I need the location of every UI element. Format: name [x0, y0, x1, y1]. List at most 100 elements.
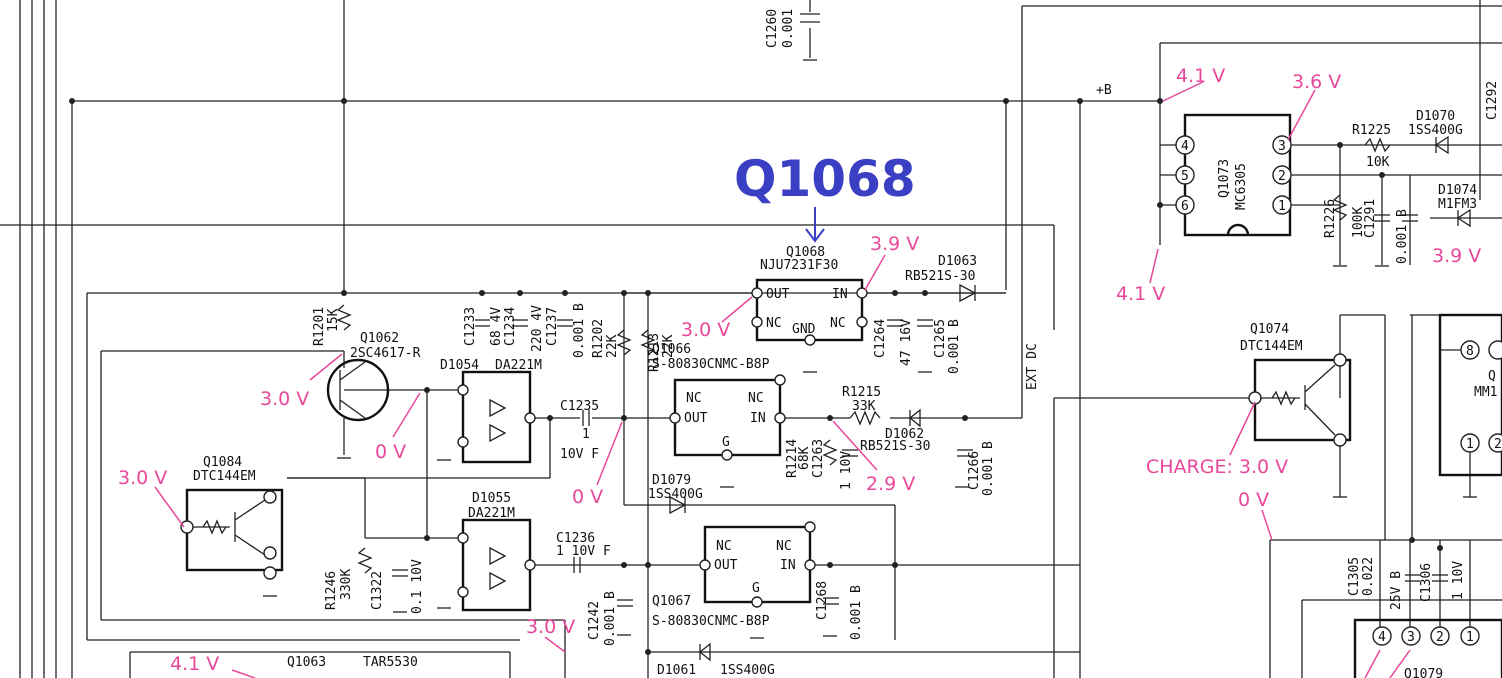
c1264-value: 47 16V — [899, 319, 914, 366]
q-partial-part: MM1 — [1474, 385, 1497, 400]
q1084-ref: Q1084 — [203, 455, 242, 470]
c1236-label: C1236 — [556, 531, 595, 546]
c1268-value: 0.001 B — [849, 585, 864, 640]
voltage-q1073-pin4: 4.1 V — [1176, 65, 1225, 87]
voltage-annotations: 4.1 V 3.6 V 3.9 V 3.0 V 3.0 V 0 V 0 V 2.… — [118, 65, 1481, 678]
q1074-ref: Q1074 — [1250, 322, 1289, 337]
c1235-label: C1235 — [560, 399, 599, 414]
r1214-value: 68K — [797, 446, 812, 470]
voltage-d1062: 2.9 V — [866, 473, 915, 495]
c1306-label: C1306 — [1419, 563, 1434, 602]
r1225-value: 10K — [1366, 155, 1390, 170]
ic-q1073: 4 5 6 3 2 1 Q1073 MC6305 — [1175, 113, 1292, 237]
ic-q1068: Q1068 NJU7231F30 OUT IN NC GND NC — [751, 245, 868, 346]
d1062-part: RB521S-30 — [860, 439, 930, 454]
q1062-part: 2SC4617-R — [350, 346, 421, 361]
r1202-label: R1202 — [591, 319, 606, 358]
ic-q1067: Q1067 S-80830CNMC-B8P NC NC OUT IN G — [652, 521, 816, 629]
q1073-pin-6: 6 — [1181, 199, 1189, 214]
voltage-q1073-pin3: 3.6 V — [1292, 71, 1341, 93]
d1074-label: D1074 — [1438, 183, 1477, 198]
c1268-label: C1268 — [815, 581, 830, 620]
c1237-label: C1237 — [545, 307, 560, 346]
d1054-part: DA221M — [495, 358, 542, 373]
q1066-pin-nc1: NC — [686, 391, 702, 406]
q1062-transistor: Q1062 2SC4617-R — [326, 331, 421, 455]
q1073-pin-5: 5 — [1181, 169, 1189, 184]
q1067-ref: Q1067 — [652, 594, 691, 609]
q1079-pin-4: 4 — [1378, 630, 1386, 645]
r1226-value: 100K — [1351, 207, 1366, 238]
c1242-label: C1242 — [587, 601, 602, 640]
c1235-value-1: 1 — [582, 427, 590, 442]
voltage-d1074: 3.9 V — [1432, 245, 1481, 267]
voltage-q1062-base: 3.0 V — [260, 388, 309, 410]
q1084-part: DTC144EM — [193, 469, 256, 484]
q1073-ref: Q1073 — [1217, 159, 1232, 198]
q1079-pin-1: 1 — [1466, 630, 1474, 645]
q1067-pin-nc1: NC — [716, 539, 732, 554]
q1074-part: DTC144EM — [1240, 339, 1303, 354]
q1066-pin-out: OUT — [684, 411, 708, 426]
q1073-pin-4: 4 — [1181, 139, 1189, 154]
q1068-pin-gnd: GND — [792, 322, 816, 337]
d1079-label: D1079 — [652, 473, 691, 488]
q1079-ref: Q1079 — [1404, 667, 1443, 678]
r1202-value: 22K — [605, 334, 620, 358]
c1263-label: C1263 — [811, 439, 826, 478]
q-partial-block: 8 1 2 Q MM1 — [1438, 313, 1502, 477]
r1225-label: R1225 — [1352, 123, 1391, 138]
c1260-label: C1260 — [765, 9, 780, 48]
q1068-pin-in: IN — [832, 287, 848, 302]
page-title: Q1068 — [734, 150, 916, 208]
component-labels: C1260 0.001 B R1201 15K C1233 68 4V C123… — [312, 0, 1500, 678]
q1079-pin-3: 3 — [1407, 630, 1415, 645]
voltage-q1068-out: 3.0 V — [681, 319, 730, 341]
c1263-value: 1 10V — [839, 451, 854, 490]
c1266-value: 0.001 B — [981, 441, 996, 496]
c1260-value: 0.001 B — [781, 0, 796, 48]
c1322-label: C1322 — [370, 571, 385, 610]
q1067-part: S-80830CNMC-B8P — [652, 614, 770, 629]
ground-symbols — [263, 59, 1477, 639]
title-arrow — [805, 207, 825, 243]
q1068-ref: Q1068 — [786, 245, 825, 260]
d1055-ref: D1055 — [472, 491, 511, 506]
q1073-part: MC6305 — [1234, 163, 1249, 210]
r1214-label: R1214 — [785, 439, 800, 478]
d1061-part: 1SS400G — [720, 663, 775, 678]
r1213-value: 22K — [661, 334, 676, 358]
q1066-ref: Q1066 — [652, 342, 691, 357]
q1068-pin-nc2: NC — [830, 316, 846, 331]
ic-q1066: Q1066 S-80830CNMC-B8P NC NC OUT IN G — [652, 342, 786, 461]
d1062-label: D1062 — [885, 427, 924, 442]
c1291-value: 0.001 B — [1395, 209, 1410, 264]
q1067-pin-nc2: NC — [776, 539, 792, 554]
ext-dc-label: EXT DC — [1025, 343, 1040, 390]
plus-b-label: +B — [1096, 83, 1112, 98]
q1073-pin-1: 1 — [1278, 199, 1286, 214]
q1068-pin-nc1: NC — [766, 316, 782, 331]
c1265-value: 0.001 B — [947, 319, 962, 374]
q1067-pin-g: G — [752, 581, 760, 596]
q1063-part: TAR5530 — [363, 655, 418, 670]
q1079-block: 4 3 2 1 Q1079 — [1353, 618, 1502, 678]
d1055-diode-pack: D1055 DA221M — [457, 491, 536, 612]
voltage-q1084: 3.0 V — [118, 467, 167, 489]
c1237-value: 220 4V — [530, 305, 545, 352]
voltage-bottom-41: 4.1 V — [170, 653, 219, 675]
q1073-pin-3: 3 — [1278, 139, 1286, 154]
r1226-label: R1226 — [1323, 199, 1338, 238]
c1305-value: 0.022 — [1361, 557, 1376, 596]
c1233-value: 68 4V — [489, 307, 504, 346]
voltage-c1235: 0 V — [572, 486, 603, 508]
r1215-label: R1215 — [842, 385, 881, 400]
q-partial-ref: Q — [1488, 369, 1496, 384]
c1236-value: 1 10V F — [556, 544, 611, 559]
c1234-b-value: 0.001 B — [572, 303, 587, 358]
voltage-bottom-3: 3.0 V — [526, 616, 575, 638]
d1054-diode-pack: D1054 DA221M — [440, 358, 542, 464]
q1068-part: NJU7231F30 — [760, 258, 838, 273]
d1079-part: 1SS400G — [648, 487, 703, 502]
